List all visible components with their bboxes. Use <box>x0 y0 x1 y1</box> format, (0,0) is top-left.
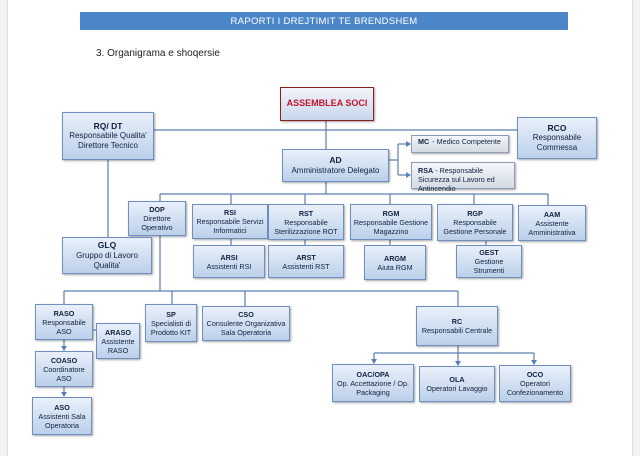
arrow-to-ola <box>455 361 461 366</box>
node-rst-code: RST <box>298 208 314 218</box>
node-aso: ASO Assistenti Sala Operatoria <box>32 397 92 435</box>
node-cso: CSO Consulente Organizativa Sala Operato… <box>202 306 290 341</box>
node-rgp: RGP Responsabile Gestione Personale <box>437 204 513 241</box>
node-rsa-code: RSA <box>418 166 434 175</box>
arrow-to-oac <box>371 359 377 364</box>
node-oco-code: OCO <box>526 370 544 379</box>
arrow-to-coaso <box>61 346 67 351</box>
node-gest: GEST Gestione Strumenti <box>456 245 522 278</box>
node-araso-code: ARASO <box>105 327 131 337</box>
arrow-to-aso <box>61 392 67 397</box>
node-mc-code: MC <box>418 137 430 146</box>
node-gest-code: GEST <box>479 248 499 257</box>
node-rc-code: RC <box>451 317 463 326</box>
node-aam: AAM Assistente Amministrativa <box>518 205 586 241</box>
document-banner: RAPORTI I DREJTIMIT TE BRENDSHEM <box>80 12 568 30</box>
node-rc: RC Responsabili Centrale <box>416 306 498 346</box>
node-rsi: RSI Responsabile Servizi Informatici <box>192 204 268 239</box>
node-rc-role: Responsabili Centrale <box>421 326 493 335</box>
node-argm: ARGM Aiuta RGM <box>364 245 426 280</box>
node-dop-code: DOP <box>149 205 165 214</box>
node-rqdt: RQ/ DT Responsabile Qualita' Direttore T… <box>62 112 154 160</box>
node-ola-role: Operatori Lavaggio <box>426 384 488 393</box>
node-mc: MC - Medico Competente <box>411 135 509 153</box>
node-rco-code: RCO <box>547 122 567 133</box>
node-assemblea-code: ASSEMBLEA SOCI <box>286 98 368 109</box>
node-rgm-code: RGM <box>382 208 400 218</box>
node-glq: GLQ Gruppo di Lavoro Qualita' <box>62 237 152 274</box>
node-arst-code: ARST <box>296 252 316 262</box>
node-rgp-code: RGP <box>467 209 483 218</box>
node-aso-code: ASO <box>54 402 70 412</box>
node-rqdt-code: RQ/ DT <box>93 120 123 131</box>
node-aso-role: Assistenti Sala Operatoria <box>38 411 86 430</box>
node-cso-role: Consulente Organizativa Sala Operatoria <box>206 319 286 337</box>
node-coaso: COASO Coordinatore ASO <box>35 351 93 387</box>
node-dop-role: Direttore Operativo <box>141 214 173 232</box>
node-sp: SP Specialisti di Prodotto KIT <box>145 304 197 342</box>
node-argm-role: Aiuta RGM <box>377 262 413 272</box>
node-glq-role: Gruppo di Lavoro Qualita' <box>76 250 138 270</box>
node-assemblea-soci: ASSEMBLEA SOCI <box>280 87 374 121</box>
node-cso-code: CSO <box>238 310 254 319</box>
node-oac-opa: OAC/OPA Op. Accettazione / Op. Packaging <box>332 364 414 402</box>
node-argm-code: ARGM <box>384 253 406 263</box>
node-raso-role: Responsabile ASO <box>42 317 86 336</box>
arrow-to-rsa <box>406 172 411 178</box>
node-dop: DOP Direttore Operativo <box>128 201 186 236</box>
node-ad-role: Amministratore Delegato <box>291 165 380 175</box>
node-rst: RST Responsabile Sterilizzazione ROT <box>268 204 344 240</box>
node-oac-role: Op. Accettazione / Op. Packaging <box>337 378 409 397</box>
node-rsa-role: - Responsabile Sicurezza sul Lavoro ed A… <box>418 166 495 193</box>
arrow-to-oco <box>531 360 537 365</box>
node-sp-code: SP <box>166 309 176 319</box>
node-aam-role: Assistente Amministrativa <box>528 218 576 237</box>
node-oac-code: OAC/OPA <box>356 369 390 379</box>
node-coaso-role: Coordinatore ASO <box>43 364 85 383</box>
node-rgm: RGM Responsabile Gestione Magazzino <box>350 204 432 240</box>
node-coaso-code: COASO <box>50 355 78 365</box>
node-rsi-role: Responsabile Servizi Informatici <box>196 217 264 235</box>
node-araso: ARASO Assistente RASO <box>96 323 140 359</box>
node-rsi-code: RSI <box>224 208 236 217</box>
node-araso-role: Assistente RASO <box>101 336 135 355</box>
section-heading: 3. Organigrama e shoqersie <box>96 48 220 59</box>
arrow-to-mc <box>406 141 411 147</box>
node-raso-code: RASO <box>53 308 75 318</box>
node-rco-role: Responsabile Commessa <box>532 133 582 153</box>
node-rgm-role: Responsabile Gestione Magazzino <box>353 217 429 236</box>
node-arst-role: Assistenti RST <box>282 261 330 271</box>
node-oco-role: Operatori Confezionamento <box>506 379 564 397</box>
node-ad-code: AD <box>329 155 342 166</box>
node-glq-code: GLQ <box>97 240 117 251</box>
node-ola: OLA Operatori Lavaggio <box>419 366 495 402</box>
node-arst: ARST Assistenti RST <box>268 245 344 278</box>
node-rsa: RSA - Responsabile Sicurezza sul Lavoro … <box>411 162 515 193</box>
node-raso: RASO Responsabile ASO <box>35 304 93 340</box>
node-arsi-role: Assistenti RSI <box>206 261 252 271</box>
node-rco: RCO Responsabile Commessa <box>517 117 597 159</box>
node-rst-role: Responsabile Sterilizzazione ROT <box>274 217 338 236</box>
node-rqdt-role: Responsabile Qualita' Direttore Tecnico <box>69 131 147 151</box>
node-ad: AD Amministratore Delegato <box>282 149 389 182</box>
node-mc-role: - Medico Competente <box>432 137 501 146</box>
node-arsi: ARSI Assistenti RSI <box>193 245 265 278</box>
node-rgp-role: Responsabile Gestione Personale <box>443 218 507 236</box>
node-gest-role: Gestione Strumenti <box>473 257 505 275</box>
node-ola-code: OLA <box>449 375 465 384</box>
node-sp-role: Specialisti di Prodotto KIT <box>150 318 192 337</box>
node-oco: OCO Operatori Confezionamento <box>499 365 571 402</box>
node-aam-code: AAM <box>543 209 561 219</box>
node-arsi-code: ARSI <box>220 252 238 262</box>
